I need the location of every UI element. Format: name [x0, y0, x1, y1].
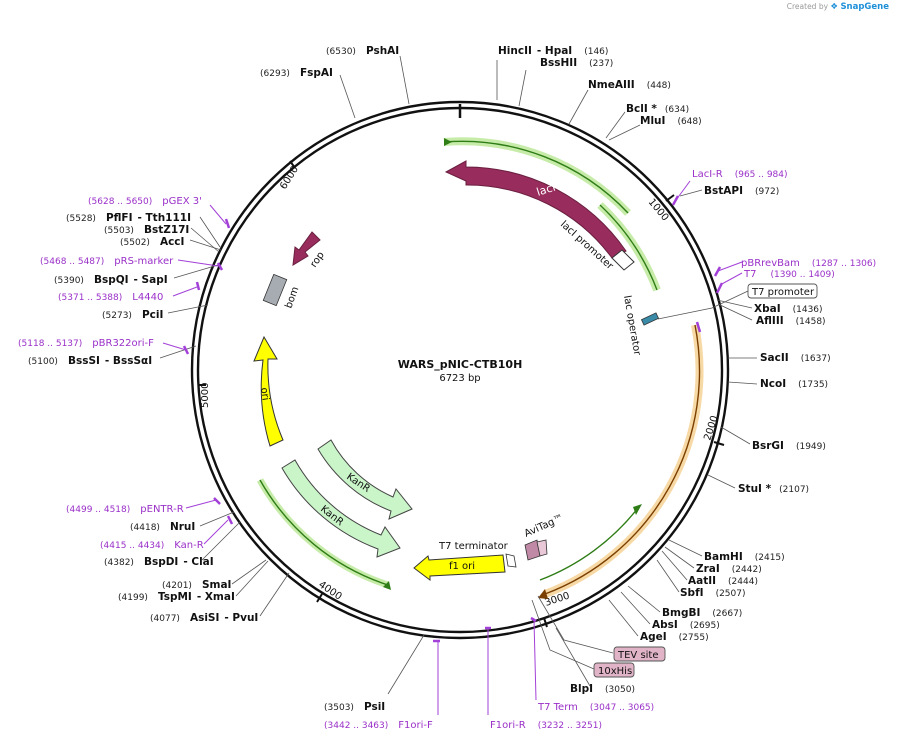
site-nmeaiii: NmeAIII(448): [588, 79, 671, 91]
cds-line-promoter: [599, 204, 658, 291]
site-fspai: (6293)FspAI: [260, 67, 333, 79]
site-pcii: (5273)PciI: [102, 309, 163, 321]
feature-ori-arrow: [253, 335, 284, 447]
feature-bom-label: bom: [283, 285, 301, 310]
cds-line-laci: [443, 140, 629, 214]
site-absi: AbsI(2695): [652, 619, 720, 631]
primer-kan-r: (4415 .. 4434)Kan-R: [100, 540, 204, 551]
cds-line-laci-head: [444, 138, 452, 146]
site-bspqi: (5390)BspQI- SapI: [54, 274, 168, 286]
cds-line-wars: [544, 324, 701, 595]
primer-pbrrevbam: pBRrevBam(1287 .. 1306): [741, 258, 876, 269]
feature-f1-ori-arrow: [413, 554, 506, 581]
feature-f1-ori-label: f1 ori: [449, 561, 475, 572]
primer-f1ori-r: F1ori-R(3232 .. 3251): [490, 720, 602, 731]
site-pshai: (6530)PshAI: [326, 45, 399, 57]
site-bspdi: (4382)BspDI- ClaI: [104, 556, 214, 568]
primer-pbr322ori-f: (5118 .. 5137)pBR322ori-F: [18, 338, 154, 349]
site-bsssi: (5100)BssSI- BssSαI: [28, 355, 152, 367]
tick-5000: 5000: [198, 383, 211, 408]
site-mlui: MluI(648): [640, 115, 702, 127]
site-ncoi: NcoI(1735): [760, 378, 828, 390]
site-pflfi: (5528)PflFI- Tth111I: [66, 212, 191, 224]
site-zrai: ZraI(2442): [696, 563, 762, 575]
cds-line-lower-left-core: [259, 479, 389, 586]
feature-kanr-2: [281, 459, 401, 558]
feature-bom: [262, 273, 288, 307]
site-blpi: BlpI(3050): [570, 683, 635, 695]
site-aatii: AatII(2444): [688, 575, 758, 587]
site-bstapi: BstAPI(972): [704, 185, 779, 197]
feature-t7-terminator-label: T7 terminator: [438, 541, 509, 552]
feature-laci-arrow: [444, 160, 627, 259]
feature-laci-label: lacI: [535, 181, 557, 199]
feature-avitag-label: AviTag™: [523, 513, 566, 540]
feature-ori-label: ori: [258, 387, 271, 401]
site-asisi: (4077)AsiSI- PvuI: [150, 612, 258, 624]
primer-t7-term: T7 Term(3047 .. 3065): [537, 702, 654, 713]
tick-label-5000: 5000: [200, 383, 211, 408]
site-nrui: (4418)NruI: [130, 521, 195, 533]
tev-site-label: TEV site: [617, 650, 659, 661]
snapgene-logo-icon: ❖: [830, 2, 839, 12]
boxed-labels: T7 promoter TEV site 10xHis: [593, 283, 818, 678]
site-acci: (5502)AccI: [120, 236, 184, 248]
snapgene-name: SnapGene: [840, 2, 889, 12]
tev-site-box: [613, 646, 666, 662]
primer-laci-r: LacI-R(965 .. 984): [692, 169, 788, 180]
primer-f1ori-f: (3442 .. 3463)F1ori-F: [324, 720, 433, 731]
site-hincii: HincII- HpaI(146): [498, 45, 608, 57]
site-bstz17i: (5503)BstZ17I: [104, 224, 189, 236]
site-stui: StuI *(2107): [738, 483, 809, 495]
site-bsrgi: BsrGI(1949): [752, 440, 826, 452]
primer-pentr-r: (4499 .. 4518)pENTR-R: [66, 504, 184, 515]
site-tspmi: (4199)TspMI- XmaI: [118, 591, 235, 603]
site-labels: HincII- HpaI(146) BssHII(237) NmeAIII(44…: [28, 45, 831, 713]
primer-markers: [162, 180, 743, 715]
t7-promoter-label: T7 promoter: [751, 287, 815, 298]
feature-avitag: [524, 539, 548, 561]
snapgene-brand: Created by ❖ SnapGene: [787, 2, 889, 12]
cds-line-wars-head: [538, 589, 548, 599]
site-afliii: AflIII(1458): [756, 315, 826, 327]
primer-prs-marker: (5468 .. 5487)pRS-marker: [40, 256, 174, 267]
primer-l4440: (5371 .. 5388)L4440: [58, 292, 163, 303]
cds-line-inner-green: [539, 507, 639, 581]
cds-line-lower-left-head: [383, 581, 391, 590]
site-bcli: BclI *(634): [626, 103, 689, 115]
feature-lac-operator: [640, 312, 660, 326]
site-sacii: SacII(1637): [760, 352, 831, 364]
site-bsshii: BssHII(237): [540, 57, 613, 69]
feature-rop-arrow: [292, 231, 321, 266]
site-bmgbi: BmgBI(2667): [662, 607, 742, 619]
feature-laci-promoter-arrow: [611, 249, 635, 271]
site-sbfi: SbfI(2507): [680, 587, 746, 599]
site-leaders: [159, 55, 758, 695]
feature-lac-operator-label: lac operator: [621, 295, 643, 357]
primer-labels: LacI-R(965 .. 984) pBRrevBam(1287 .. 130…: [18, 169, 876, 731]
primer-t7: T7(1390 .. 1409): [743, 269, 835, 280]
site-smai: (4201)SmaI: [162, 579, 231, 591]
t7-promoter-box: [747, 283, 818, 299]
created-by-text: Created by: [786, 2, 829, 11]
site-psii: (3503)PsiI: [324, 701, 385, 713]
site-bamhi: BamHI(2415): [704, 551, 785, 563]
cds-line-inner-green-head: [633, 504, 642, 515]
his-tag-box: [593, 662, 635, 678]
plasmid-size: 6723 bp: [439, 373, 480, 384]
backbone-outer: [190, 100, 730, 640]
feature-rop-label: rop: [308, 250, 326, 270]
feature-kanr-1: [317, 439, 413, 520]
his-tag-label: 10xHis: [598, 666, 632, 677]
feature-t7-terminator: [505, 553, 517, 568]
primer-pgex3: (5628 .. 5650)pGEX 3': [88, 196, 202, 207]
site-xbai: XbaI(1436): [754, 303, 823, 315]
tick-label-2000: 2000: [702, 414, 720, 442]
cds-highlight-wars: [543, 324, 704, 598]
plasmid-name: WARS_pNIC-CTB10H: [398, 358, 523, 371]
site-agei: AgeI(2755): [640, 631, 709, 643]
